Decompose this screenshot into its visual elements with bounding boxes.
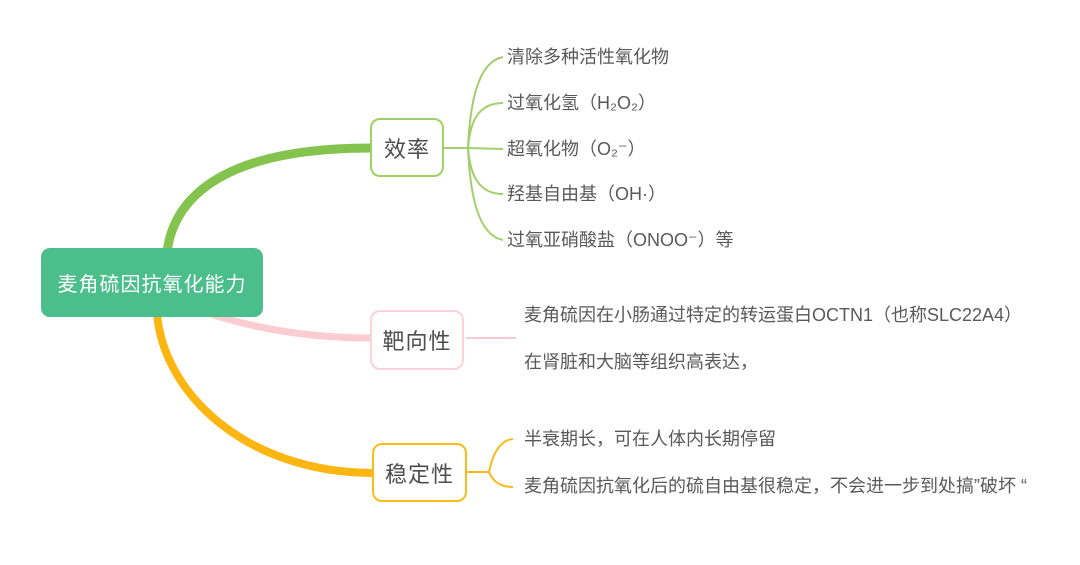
branch-label-efficiency: 效率 (383, 136, 430, 162)
leaf-efficiency-4[interactable]: 羟基自由基（OH·） (507, 184, 666, 204)
child-connector-efficiency-4 (467, 147, 504, 195)
branch-node-efficiency[interactable]: 效率 (370, 118, 444, 177)
child-connector-stability-2 (488, 471, 514, 488)
leaf-targeting-line-2[interactable]: 在肾脏和大脑等组织高表达， (524, 352, 758, 372)
branch-node-stability[interactable]: 稳定性 (372, 443, 467, 502)
child-connector-efficiency-2 (467, 102, 504, 149)
child-connector-stability-1 (488, 438, 514, 473)
leaf-efficiency-2[interactable]: 过氧化氢（H₂O₂） (507, 93, 656, 113)
leaf-targeting-line-1[interactable]: 麦角硫因在小肠通过特定的转运蛋白OCTN1（也称SLC22A4） (524, 305, 1023, 325)
branch-label-stability: 稳定性 (384, 461, 454, 487)
branch-curve-efficiency (162, 143, 372, 253)
leaf-stability-1[interactable]: 半衰期长，可在人体内长期停留 (524, 429, 776, 449)
child-connector-efficiency-5 (467, 147, 504, 241)
leaf-efficiency-3[interactable]: 超氧化物（O₂⁻） (507, 139, 646, 159)
leaf-stability-2[interactable]: 麦角硫因抗氧化后的硫自由基很稳定，不会进一步到处搞”破坏 “ (524, 476, 1027, 496)
branch-label-targeting: 靶向性 (382, 329, 452, 354)
leaf-efficiency-1[interactable]: 清除多种活性氧化物 (507, 47, 669, 67)
leaf-efficiency-5[interactable]: 过氧亚硝酸盐（ONOO⁻）等 (507, 230, 734, 250)
branch-node-targeting[interactable]: 靶向性 (370, 310, 464, 370)
central-topic-node[interactable]: 麦角硫因抗氧化能力 (41, 248, 263, 317)
central-topic-label: 麦角硫因抗氧化能力 (57, 274, 247, 296)
child-connector-efficiency-3 (467, 147, 504, 150)
branch-curve-stability (153, 311, 375, 477)
